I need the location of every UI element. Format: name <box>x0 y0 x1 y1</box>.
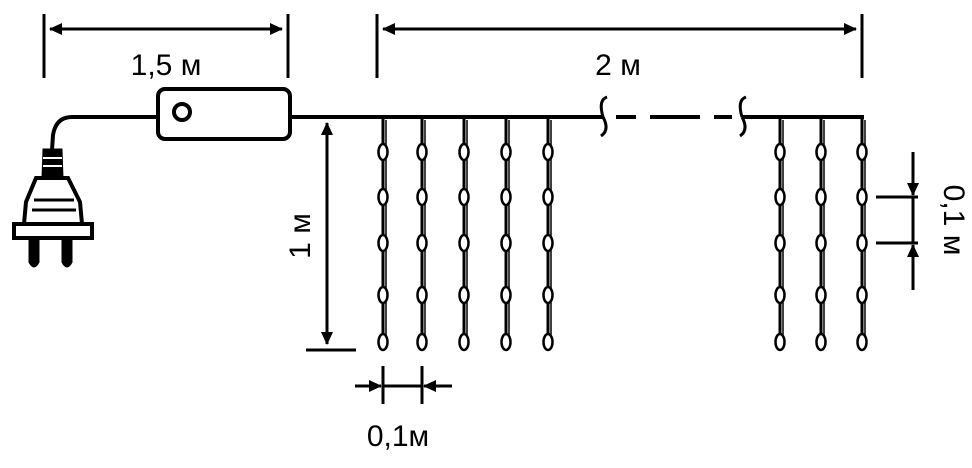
bulb-icon <box>856 187 868 207</box>
bulb-icon <box>377 187 389 207</box>
bulb-icon <box>458 142 470 162</box>
bulb-icon <box>377 332 389 352</box>
bulb-drop <box>458 117 470 352</box>
bulb-drop <box>377 117 389 352</box>
drop-spacing-label: 0,1м <box>367 420 429 453</box>
bulb-icon <box>815 332 827 352</box>
bulb-icon <box>500 142 512 162</box>
bulb-icon <box>542 233 554 253</box>
bulb-icon <box>458 332 470 352</box>
bulb-icon <box>500 233 512 253</box>
bulb-icon <box>815 285 827 305</box>
bulb-icon <box>458 285 470 305</box>
bulb-drop <box>815 117 827 352</box>
bulb-icon <box>856 233 868 253</box>
bulb-icon <box>774 142 786 162</box>
bulb-drop <box>856 117 868 352</box>
drop-height-label: 1 м <box>284 213 317 259</box>
bulb-icon <box>856 142 868 162</box>
controller-cable-length-label: 1,5 м <box>131 49 202 82</box>
bulb-icon <box>416 285 428 305</box>
button-icon <box>172 102 192 122</box>
bulb-icon <box>377 285 389 305</box>
bulb-icon <box>500 187 512 207</box>
bulb-icon <box>416 332 428 352</box>
bulb-icon <box>458 233 470 253</box>
bulb-drop <box>500 117 512 352</box>
bulb-icon <box>542 142 554 162</box>
bulb-icon <box>815 142 827 162</box>
bulb-icon <box>416 187 428 207</box>
bulb-drop <box>542 117 554 352</box>
bulb-icon <box>416 142 428 162</box>
plug-icon <box>12 115 158 268</box>
main-wire <box>290 95 864 138</box>
bulb-icon <box>774 332 786 352</box>
strip-length-label: 2 м <box>595 49 641 82</box>
bulb-icon <box>500 332 512 352</box>
bulb-icon <box>856 285 868 305</box>
dimension-strip-length <box>375 14 864 78</box>
controller-box <box>156 87 292 141</box>
dimension-bulb-spacing <box>876 152 919 290</box>
bulb-icon <box>500 285 512 305</box>
bulb-spacing-label: 0,1 м <box>937 185 970 256</box>
bulb-drop <box>416 117 428 352</box>
bulb-icon <box>774 285 786 305</box>
bulb-drops <box>377 117 868 352</box>
dimension-drop-spacing <box>355 366 452 404</box>
bulb-icon <box>542 285 554 305</box>
bulb-icon <box>416 233 428 253</box>
bulb-icon <box>774 233 786 253</box>
bulb-icon <box>774 187 786 207</box>
bulb-icon <box>542 187 554 207</box>
dimension-controller-cable <box>42 14 290 78</box>
bulb-icon <box>856 332 868 352</box>
bulb-icon <box>815 233 827 253</box>
bulb-icon <box>377 233 389 253</box>
dimension-drop-height <box>306 115 356 352</box>
bulb-drop <box>774 117 786 352</box>
bulb-icon <box>815 187 827 207</box>
bulb-icon <box>377 142 389 162</box>
bulb-icon <box>542 332 554 352</box>
bulb-icon <box>458 187 470 207</box>
